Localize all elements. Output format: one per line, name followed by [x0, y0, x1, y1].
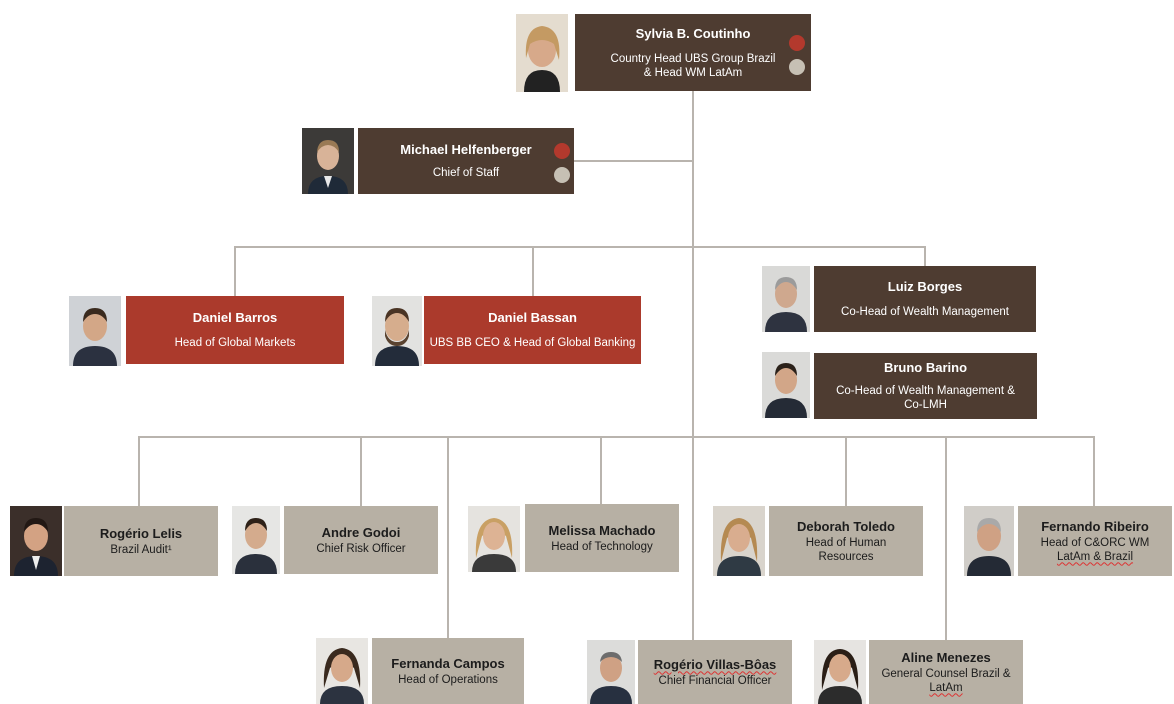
person-title: Head of Operations: [398, 673, 498, 686]
avatar-photo: [372, 296, 422, 366]
org-box-lelis[interactable]: Rogério Lelis Brazil Audit¹: [64, 506, 218, 576]
person-title: Chief of Staff: [432, 167, 500, 179]
person-name: Luiz Borges: [887, 279, 963, 294]
org-box-villas[interactable]: Rogério Villas-Bôas Chief Financial Offi…: [638, 640, 792, 704]
connector-bassan: [532, 246, 534, 298]
avatar-photo: [10, 506, 62, 576]
connector-godoi: [360, 436, 362, 506]
avatar-photo: [232, 506, 280, 574]
person-title: Head of Technology: [551, 540, 653, 553]
person-title: Brazil Audit¹: [110, 543, 172, 556]
org-box-head[interactable]: Sylvia B. Coutinho Country Head UBS Grou…: [575, 14, 811, 91]
connector-trunk: [692, 90, 694, 654]
person-name: Daniel Bassan: [488, 310, 577, 325]
person-title: Head of Global Markets: [174, 337, 296, 349]
person-title: Head of Human: [805, 536, 887, 549]
person-title: Country Head UBS Group Brazil: [610, 52, 776, 65]
person-name: Melissa Machado: [548, 522, 656, 538]
person-title-text: LatAm: [929, 681, 963, 694]
person-title: Co-Head of Wealth Management &: [836, 385, 1015, 397]
org-box-barros[interactable]: Daniel Barros Head of Global Markets: [126, 296, 344, 364]
person-name: Deborah Toledo: [797, 518, 895, 534]
connector-campos: [447, 436, 449, 641]
person-title: General Counsel Brazil &: [881, 667, 1010, 681]
connector-tier3-bar: [138, 436, 1094, 438]
org-box-machado[interactable]: Melissa Machado Head of Technology: [525, 504, 679, 572]
org-box-toledo[interactable]: Deborah Toledo Head of Human Resources: [769, 506, 923, 576]
person-title-cont: LatAm: [929, 681, 962, 695]
connector-tier2-bar: [234, 246, 926, 248]
org-box-menezes[interactable]: Aline Menezes General Counsel Brazil & L…: [869, 640, 1023, 704]
person-title-text: LatAm & Brazil: [1056, 550, 1134, 563]
connector-machado: [600, 436, 602, 506]
person-name: Fernando Ribeiro: [1041, 518, 1149, 534]
connector-ribeiro: [1093, 436, 1095, 506]
person-name: Andre Godoi: [321, 524, 401, 540]
org-box-staff[interactable]: Michael Helfenberger Chief of Staff: [358, 128, 574, 194]
avatar-photo: [713, 506, 765, 576]
person-title: Chief Financial Officer: [658, 674, 772, 687]
grey-dot-icon: [554, 167, 570, 183]
org-box-bassan[interactable]: Daniel Bassan UBS BB CEO & Head of Globa…: [424, 296, 641, 364]
org-box-ribeiro[interactable]: Fernando Ribeiro Head of C&ORC WM LatAm …: [1018, 506, 1172, 576]
red-dot-icon: [789, 35, 805, 51]
person-title-cont: LatAm & Brazil: [1057, 550, 1133, 564]
person-name: Bruno Barino: [883, 360, 968, 375]
person-name: Michael Helfenberger: [400, 142, 532, 157]
avatar-photo: [762, 352, 810, 418]
org-box-campos[interactable]: Fernanda Campos Head of Operations: [372, 638, 524, 704]
connector-lelis: [138, 436, 140, 506]
org-box-barino[interactable]: Bruno Barino Co-Head of Wealth Managemen…: [814, 353, 1037, 419]
person-title-text: General Counsel Brazil &: [881, 667, 1011, 680]
connector-staff: [573, 160, 693, 162]
org-box-borges[interactable]: Luiz Borges Co-Head of Wealth Management: [814, 266, 1036, 332]
avatar-photo: [468, 506, 520, 572]
connector-menezes: [945, 436, 947, 641]
avatar-photo: [762, 266, 810, 332]
person-title: UBS BB CEO & Head of Global Banking: [429, 337, 636, 349]
person-name: Fernanda Campos: [391, 655, 505, 671]
person-name-text: Rogério Villas-Bôas: [653, 656, 777, 672]
person-title-cont: & Head WM LatAm: [643, 66, 743, 79]
connector-borges: [924, 246, 926, 270]
connector-toledo: [845, 436, 847, 506]
person-title: Co-Head of Wealth Management: [841, 306, 1009, 318]
avatar-photo: [516, 14, 568, 92]
avatar-photo: [587, 640, 635, 704]
grey-dot-icon: [789, 59, 805, 75]
person-title: Head of C&ORC WM: [1040, 536, 1150, 549]
person-title-cont: Resources: [818, 550, 874, 563]
red-dot-icon: [554, 143, 570, 159]
person-name: Sylvia B. Coutinho: [635, 25, 751, 41]
person-name: Rogério Villas-Bôas: [654, 657, 777, 673]
person-title: Chief Risk Officer: [316, 542, 406, 555]
avatar-photo: [316, 638, 368, 704]
avatar-photo: [302, 128, 354, 194]
org-box-godoi[interactable]: Andre Godoi Chief Risk Officer: [284, 506, 438, 574]
person-name: Daniel Barros: [192, 310, 278, 325]
avatar-photo: [69, 296, 121, 366]
avatar-photo: [814, 640, 866, 704]
person-name: Aline Menezes: [901, 649, 991, 665]
person-name: Rogério Lelis: [99, 525, 183, 541]
connector-barros: [234, 246, 236, 298]
person-title-cont: Co-LMH: [904, 399, 947, 411]
avatar-photo: [964, 506, 1014, 576]
